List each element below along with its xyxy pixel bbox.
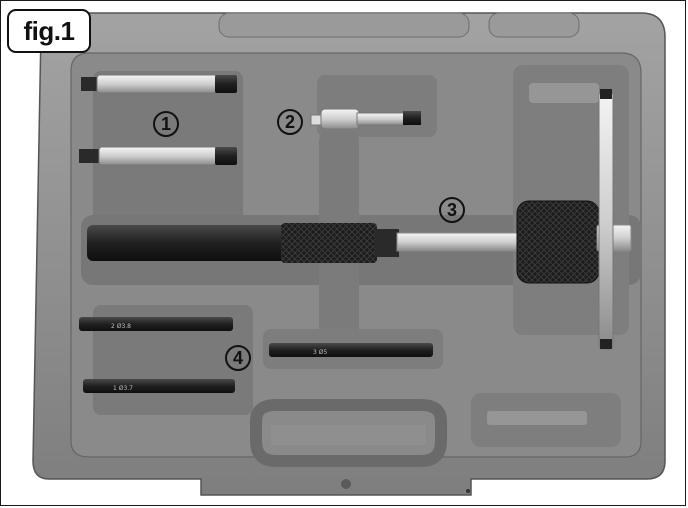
figure-label: fig.1 [7, 9, 91, 53]
engraving-c: 3 Ø5 [313, 349, 327, 356]
callout-1: 1 [153, 111, 179, 137]
slide-hammer-puller [87, 89, 632, 350]
extension-rods [79, 74, 237, 166]
collet-adapters: 2 Ø3.8 1 Ø3.7 3 Ø5 [79, 317, 433, 393]
callout-3: 3 [439, 197, 465, 223]
small-adapter [310, 108, 421, 130]
callout-4: 4 [225, 345, 251, 371]
engraving-b: 1 Ø3.7 [113, 385, 133, 392]
callout-2: 2 [277, 109, 303, 135]
engraving-a: 2 Ø3.8 [111, 323, 131, 330]
